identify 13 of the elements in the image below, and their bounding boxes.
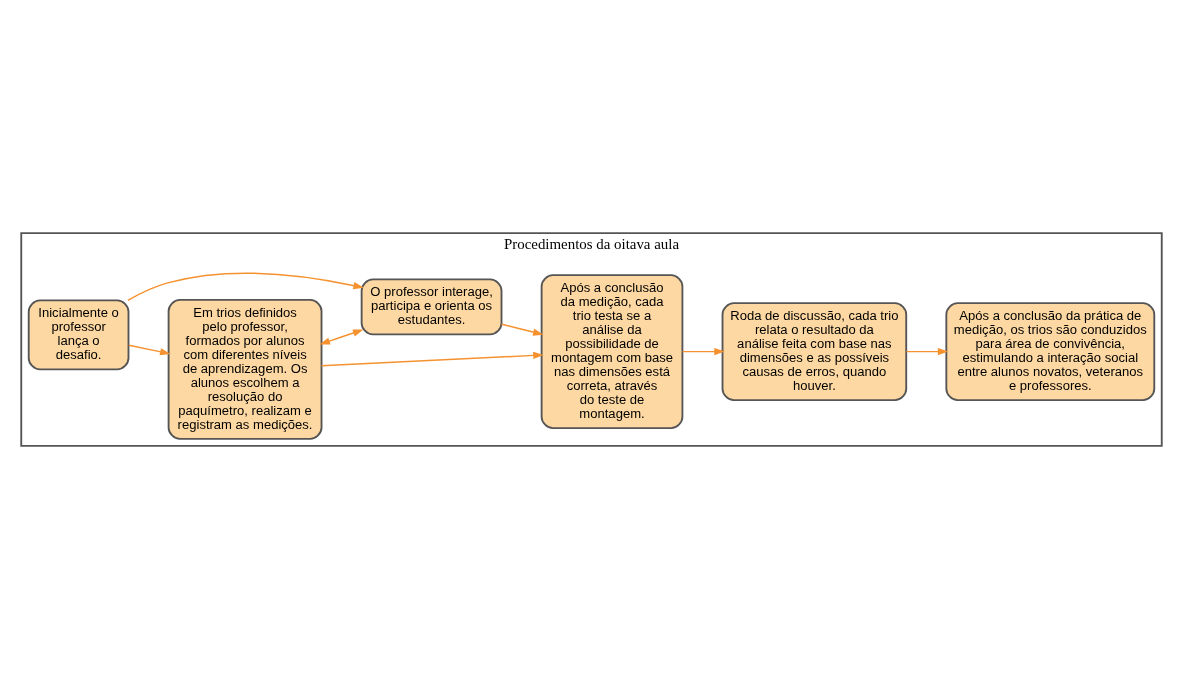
node-box: Em trios definidos pelo professor, formados por alunos com diferentes níveis de aprendizagem. Os alunos escolhem a resolução do paquímetro, realizam e registram as medições. xyxy=(167,298,323,440)
arrow xyxy=(681,347,725,356)
node-box: Após a conclusão da medição, cada trio testa se a análise da possibilidade de montagem com base nas dimensões está correta, através do teste de montagem. xyxy=(540,274,684,430)
arrow xyxy=(320,351,544,367)
node-box: Inicialmente o professor lança o desafio. xyxy=(27,299,130,371)
node-box: Após a conclusão da prática de medição, os trios são conduzidos para área de convivência, estimulando a interação social entre alunos novatos, veteranos e professores. xyxy=(945,302,1156,402)
arrow xyxy=(128,344,171,356)
arrow xyxy=(905,347,949,356)
node-box: Roda de discussão, cada trio relata o resultado da análise feita com base nas dimensões e as possíveis causas de erros, quando houver. xyxy=(721,302,908,402)
node-box: O professor interage, participa e orienta os estudantes. xyxy=(360,278,503,336)
arrow xyxy=(319,329,364,345)
arrow xyxy=(127,272,364,302)
arrow xyxy=(500,323,544,336)
